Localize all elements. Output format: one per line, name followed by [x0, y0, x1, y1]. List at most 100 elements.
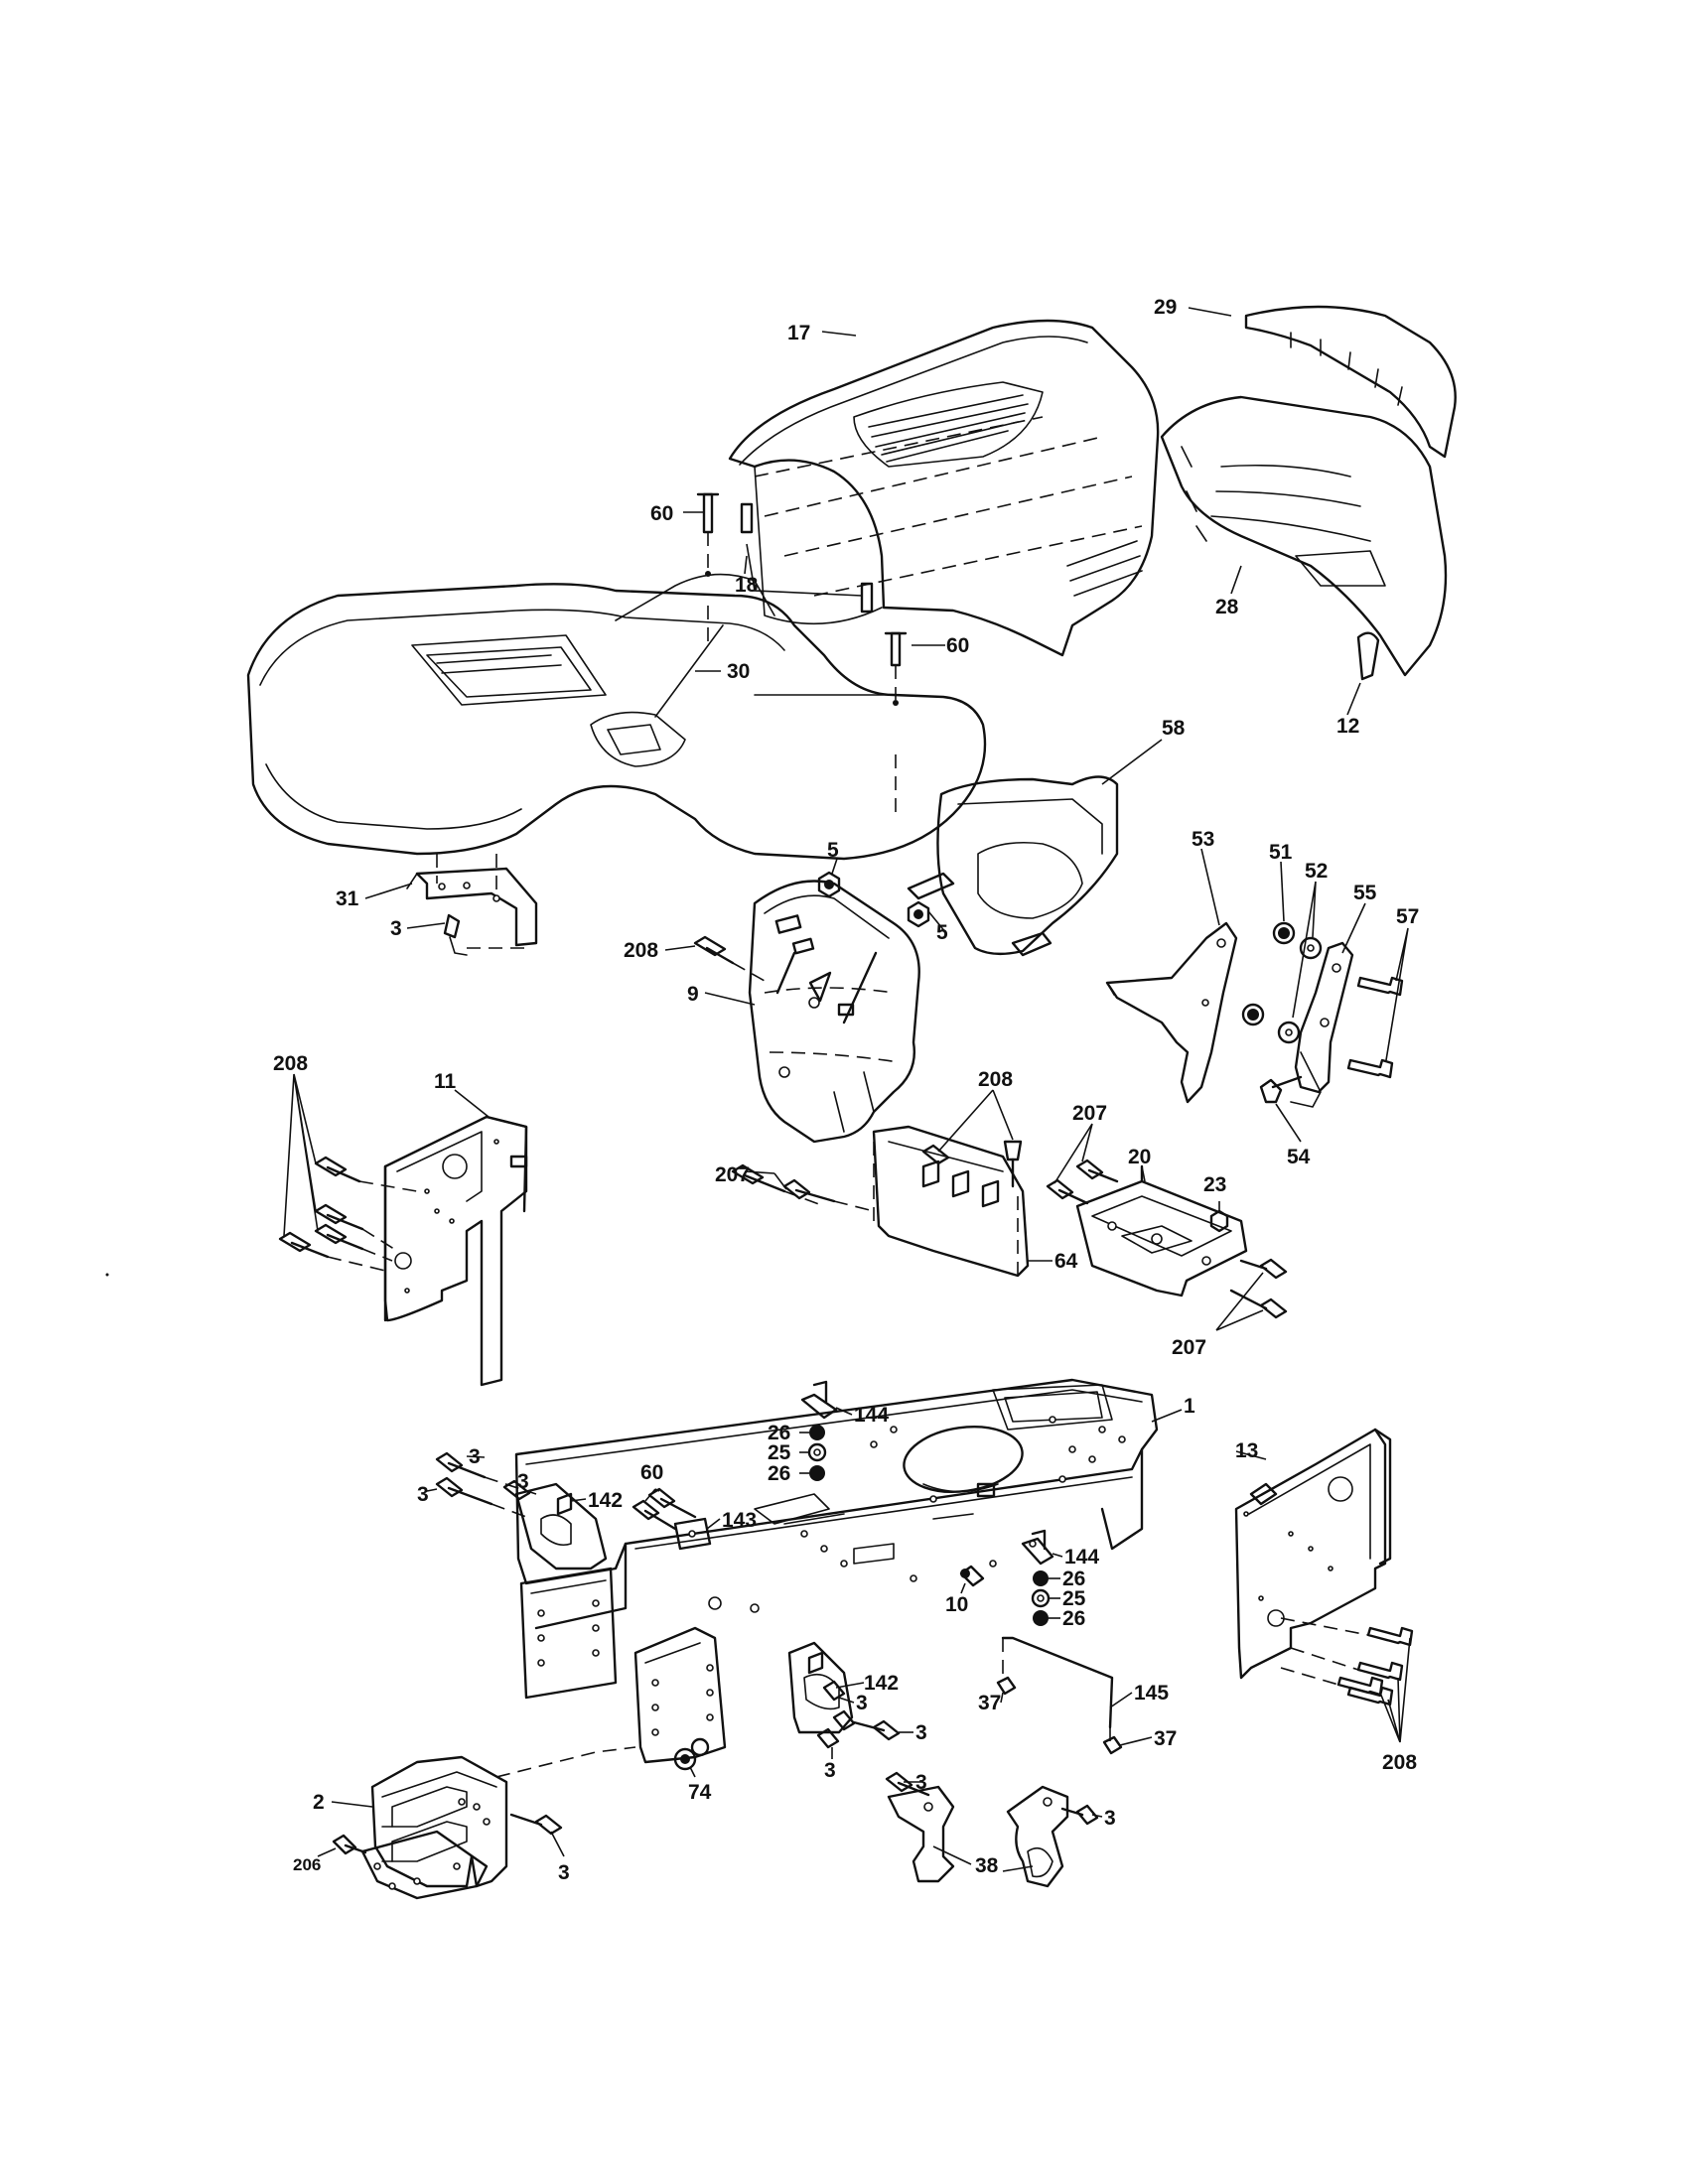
plate-left-lower [519, 1567, 618, 1700]
hardware-144-lower [1021, 1529, 1054, 1626]
bolt-54 [1259, 1075, 1303, 1104]
callout-60-frame: 60 [640, 1461, 663, 1484]
callout-3-frame-a: 3 [469, 1445, 481, 1468]
clip-12 [1356, 631, 1380, 681]
callout-54: 54 [1287, 1146, 1311, 1168]
callout-3-frame-e: 3 [915, 1721, 927, 1744]
grille-28 [1160, 395, 1448, 677]
dash-link-bumper [495, 1746, 636, 1778]
bracket-64 [872, 1125, 1030, 1278]
callout-26-d: 26 [1062, 1607, 1085, 1630]
callout-55: 55 [1353, 882, 1377, 904]
callout-17: 17 [787, 322, 810, 344]
bumper-plate-2 [360, 1755, 508, 1900]
callout-144-upper: 144 [854, 1404, 889, 1427]
callout-143: 143 [722, 1509, 757, 1532]
callout-20: 20 [1128, 1146, 1151, 1168]
callout-74: 74 [688, 1781, 712, 1804]
screw-3-fender [443, 913, 526, 956]
screw-208-dash [693, 935, 766, 982]
leader-lines [283, 307, 1411, 1872]
screws-3-frame-left [435, 1451, 537, 1518]
callout-29: 29 [1154, 296, 1177, 319]
callout-25-a: 25 [768, 1441, 791, 1464]
screws-208-left [278, 1156, 418, 1272]
callout-208-dash: 208 [624, 939, 658, 962]
callout-18: 18 [735, 574, 759, 597]
bracket-53 [1105, 921, 1238, 1104]
callout-3-bracket-38-b: 3 [1104, 1807, 1116, 1830]
hardware-144-upper [800, 1380, 838, 1481]
callout-37-b: 37 [1154, 1727, 1177, 1750]
callout-5-a: 5 [827, 839, 839, 862]
screws-207-right [1046, 1159, 1288, 1319]
callout-10: 10 [945, 1593, 968, 1616]
frame-1 [514, 1378, 1159, 1630]
callout-11: 11 [434, 1070, 457, 1093]
bracket-31 [406, 867, 538, 947]
fender-30 [246, 573, 987, 861]
callout-53: 53 [1192, 828, 1214, 851]
callout-28: 28 [1215, 596, 1239, 618]
bracket-143 [673, 1517, 712, 1551]
spacer-74 [673, 1737, 710, 1771]
callout-9: 9 [687, 983, 699, 1006]
callout-3-frame-d: 3 [856, 1692, 868, 1714]
callout-26-a: 26 [768, 1422, 790, 1444]
rod-145 [996, 1636, 1123, 1755]
plate-center-lower [633, 1626, 727, 1764]
screws-60 [436, 492, 908, 893]
dash-9 [748, 880, 920, 1144]
callout-2: 2 [313, 1791, 325, 1814]
callout-1: 1 [1184, 1395, 1195, 1418]
callout-208-left: 208 [273, 1052, 308, 1075]
callout-58: 58 [1162, 717, 1186, 740]
screws-207-208-center [731, 1140, 1023, 1212]
callout-5-b: 5 [936, 921, 948, 944]
callout-30: 30 [727, 660, 750, 683]
panel-11 [383, 1115, 528, 1387]
callout-206: 206 [293, 1855, 321, 1874]
screw-206 [332, 1834, 367, 1855]
dash-panel-58 [907, 775, 1119, 957]
callout-64: 64 [1054, 1250, 1078, 1273]
nuts-5 [817, 871, 930, 928]
callout-31: 31 [336, 887, 359, 910]
callout-3-frame-b: 3 [417, 1483, 429, 1506]
callout-3-bumper: 3 [558, 1861, 570, 1884]
callout-208-right: 208 [1382, 1751, 1417, 1774]
bracket-142-right [787, 1641, 854, 1734]
callout-3-frame-c: 3 [517, 1470, 529, 1493]
brackets-38 [887, 1785, 1069, 1888]
callout-26-c: 26 [1062, 1568, 1085, 1590]
callout-52: 52 [1305, 860, 1328, 883]
callout-142-left: 142 [588, 1489, 623, 1512]
callout-37-a: 37 [978, 1692, 1001, 1714]
callout-23: 23 [1203, 1173, 1226, 1196]
panel-13 [1234, 1428, 1392, 1680]
grille-cap-29 [1244, 305, 1457, 459]
callout-labels: 17 29 60 18 28 60 30 12 58 31 3 53 51 52… [273, 296, 1419, 1884]
hood-17 [728, 319, 1160, 657]
callout-12: 12 [1336, 715, 1359, 738]
screws-208-right [1280, 1617, 1414, 1706]
callout-207-left: 207 [715, 1163, 750, 1186]
screws-3-frame-right [816, 1680, 901, 1749]
callout-51: 51 [1269, 841, 1293, 864]
hardware-51-52 [1241, 921, 1323, 1044]
screws-57 [1346, 976, 1404, 1079]
callout-25-b: 25 [1062, 1587, 1086, 1610]
bracket-142-left [514, 1482, 608, 1570]
callout-142-right: 142 [864, 1672, 899, 1695]
callout-145: 145 [1134, 1682, 1169, 1705]
callout-3-bracket-38-a: 3 [915, 1771, 927, 1794]
hinge-pins-18 [740, 502, 874, 614]
screws-60-frame [632, 1487, 697, 1531]
callout-57: 57 [1396, 905, 1419, 928]
callout-38: 38 [975, 1854, 999, 1877]
screws-3-brackets-38 [885, 1771, 1099, 1826]
callout-60-fender: 60 [946, 634, 969, 657]
callout-207-right: 207 [1072, 1102, 1107, 1125]
callout-60-hood: 60 [650, 502, 673, 525]
